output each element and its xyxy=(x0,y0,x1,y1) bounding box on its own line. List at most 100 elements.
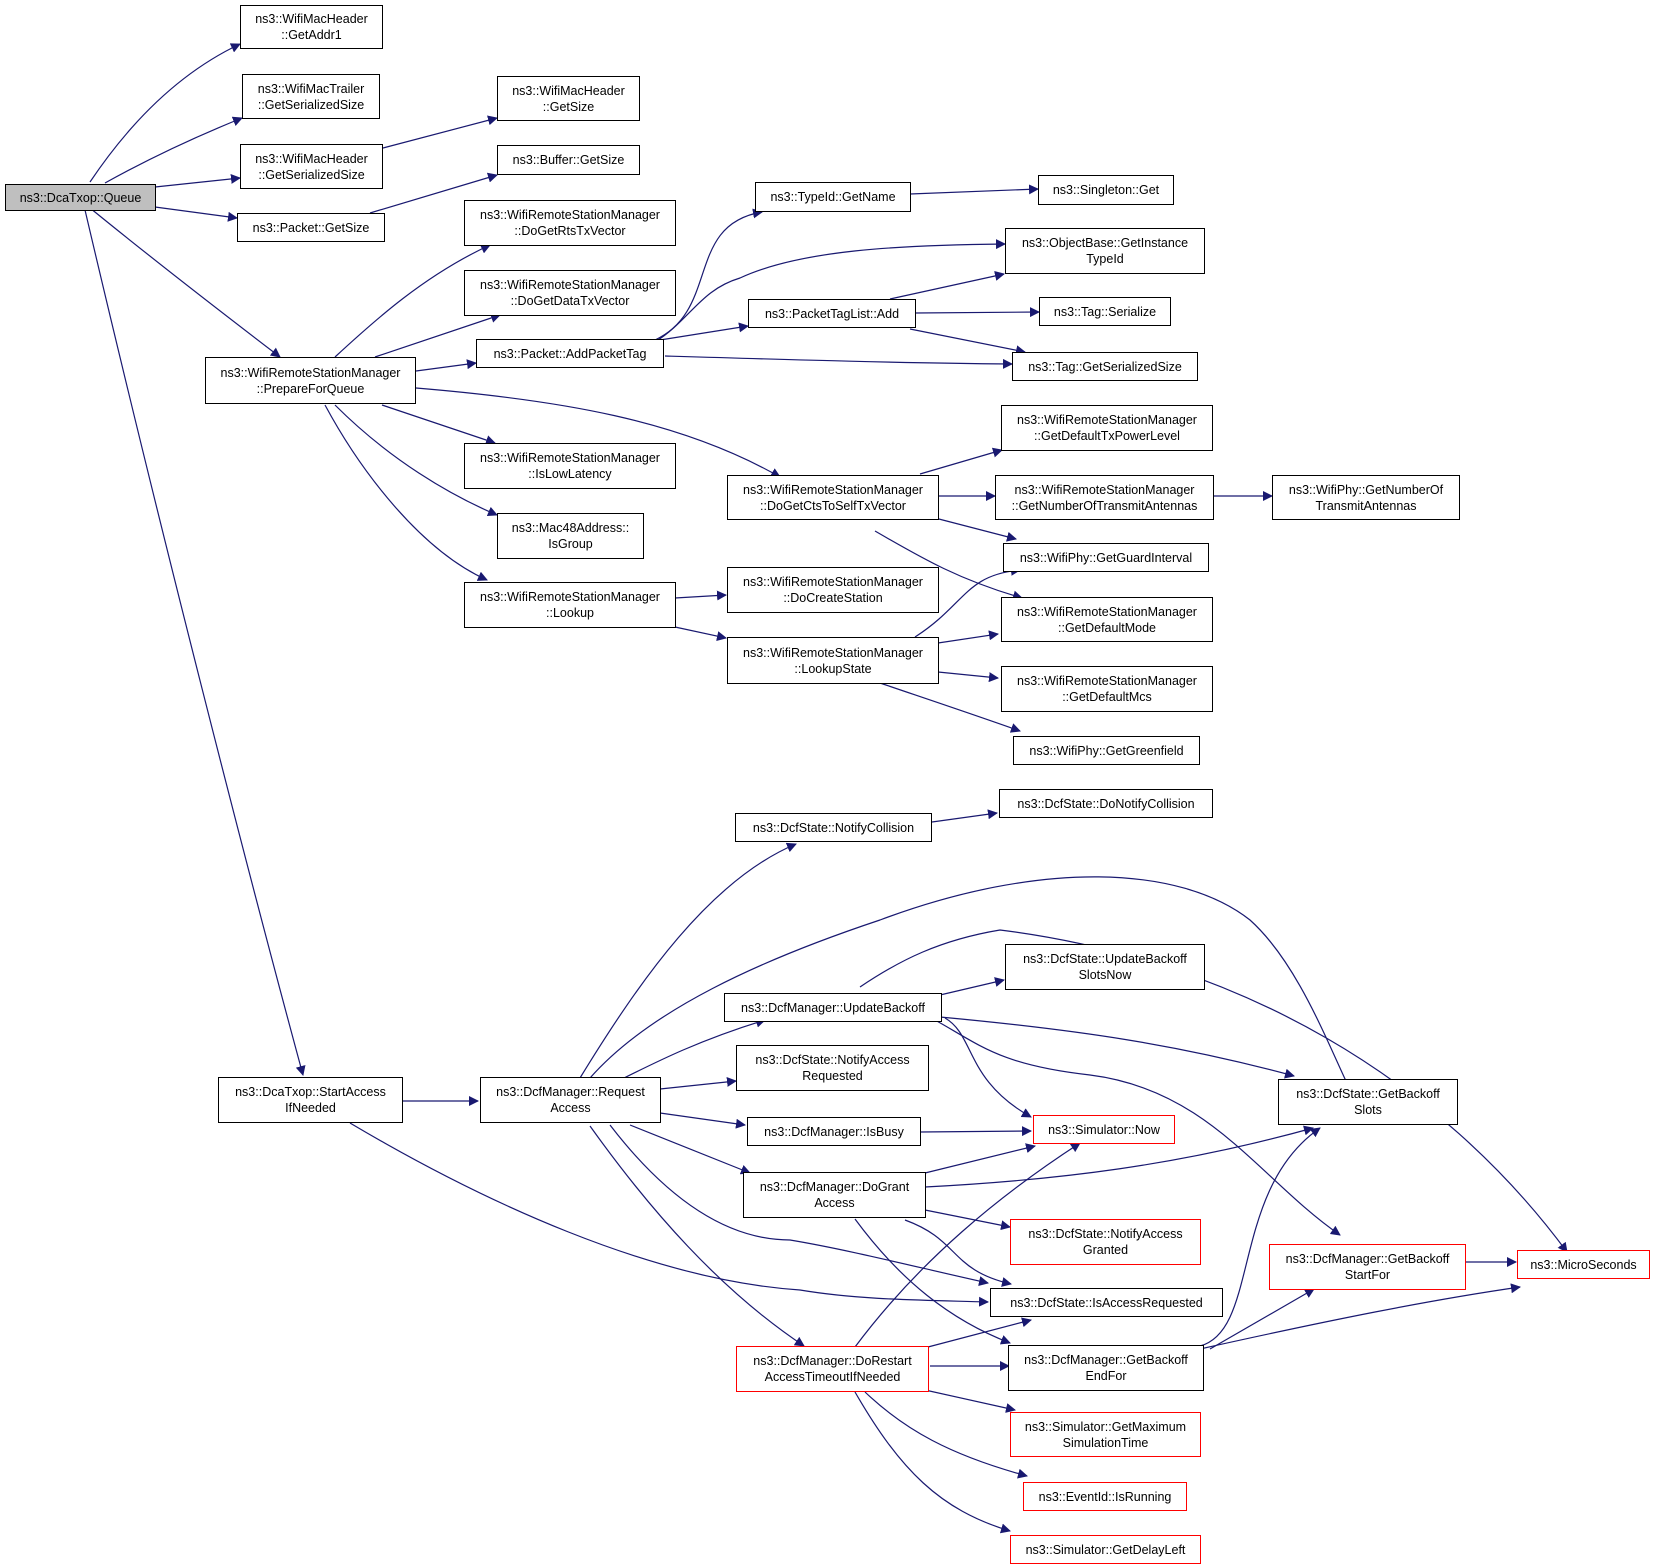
edge xyxy=(919,1126,1032,1137)
edge xyxy=(1199,1283,1521,1350)
node-label: ns3::WifiRemoteStationManager xyxy=(480,590,660,604)
edge xyxy=(854,1218,1011,1345)
node-label: ns3::WifiRemoteStationManager xyxy=(220,365,401,380)
node-label: ns3::WifiRemoteStationManager xyxy=(1017,413,1197,427)
node-simulator-now[interactable]: ns3::Simulator::Now xyxy=(1033,1115,1175,1144)
node-dcfstate-updatebackoffslotsnow[interactable]: ns3::DcfState::UpdateBackoff SlotsNow xyxy=(1005,944,1205,990)
node-dcfmanager-dorestartaccesstimeoutifneeded[interactable]: ns3::DcfManager::DoRestart AccessTimeout… xyxy=(736,1346,929,1392)
node-wrsm-islowlatency[interactable]: ns3::WifiRemoteStationManager ::IsLowLat… xyxy=(464,443,676,489)
node-singleton-get[interactable]: ns3::Singleton::Get xyxy=(1038,175,1174,205)
edge xyxy=(1199,1127,1321,1347)
node-wrsm-dogetdatatxvector[interactable]: ns3::WifiRemoteStationManager ::DoGetDat… xyxy=(464,270,676,316)
node-label: Access xyxy=(550,1101,591,1115)
node-tag-getserializedsize[interactable]: ns3::Tag::GetSerializedSize xyxy=(1012,352,1198,381)
edge xyxy=(1209,1288,1315,1350)
node-wrsm-prepareforqueue[interactable]: ns3::WifiRemoteStationManager ::PrepareF… xyxy=(205,357,416,404)
node-label: ns3::WifiRemoteStationManager xyxy=(743,482,923,497)
node-label: ns3::Simulator::Now xyxy=(1048,1122,1160,1137)
node-label: Granted xyxy=(1082,1243,1129,1257)
node-dcfstate-donotifycollision[interactable]: ns3::DcfState::DoNotifyCollision xyxy=(999,789,1213,818)
node-label: ns3::WifiMacTrailer xyxy=(257,81,365,96)
node-label: ns3::WifiRemoteStationManager xyxy=(1014,482,1195,497)
node-wrsm-getdefaultmode[interactable]: ns3::WifiRemoteStationManager ::GetDefau… xyxy=(1001,597,1213,642)
node-label: ns3::Buffer::GetSize xyxy=(512,153,625,167)
node-packettaglist-add[interactable]: ns3::PacketTagList::Add xyxy=(748,299,916,328)
node-simulator-getmaximumsimulationtime[interactable]: ns3::Simulator::GetMaximum SimulationTim… xyxy=(1010,1412,1201,1457)
node-dcfmanager-getbackoffendfor[interactable]: ns3::DcfManager::GetBackoff EndFor xyxy=(1008,1345,1204,1391)
node-label: ns3::WifiRemoteStationManager xyxy=(480,278,660,292)
node-mac48address-isgroup[interactable]: ns3::Mac48Address:: IsGroup xyxy=(497,513,644,559)
node-label: StartFor xyxy=(1344,1268,1391,1282)
node-wrsm-getdefaultmcs[interactable]: ns3::WifiRemoteStationManager ::GetDefau… xyxy=(1001,666,1213,712)
node-label: ns3::DcfState::UpdateBackoff xyxy=(1023,952,1187,966)
node-dcfstate-notifycollision[interactable]: ns3::DcfState::NotifyCollision xyxy=(735,813,932,842)
node-dcfstate-isaccessrequested[interactable]: ns3::DcfState::IsAccessRequested xyxy=(990,1288,1223,1317)
node-wrsm-getnumberoftransmitantennas[interactable]: ns3::WifiRemoteStationManager ::GetNumbe… xyxy=(995,475,1214,520)
node-wrsm-lookup[interactable]: ns3::WifiRemoteStationManager ::Lookup xyxy=(464,582,676,628)
node-typeid-getname[interactable]: ns3::TypeId::GetName xyxy=(755,182,911,212)
node-wifimacheader-getaddr1[interactable]: ns3::WifiMacHeader ::GetAddr1 xyxy=(240,5,383,49)
edge xyxy=(659,322,749,341)
edge xyxy=(579,842,797,1079)
node-packet-getsize[interactable]: ns3::Packet::GetSize xyxy=(237,213,385,242)
node-dcatxop-startaccessifneeded[interactable]: ns3::DcaTxop::StartAccess IfNeeded xyxy=(218,1077,403,1123)
node-wifiphy-getguardinterval[interactable]: ns3::WifiPhy::GetGuardInterval xyxy=(1003,543,1209,572)
node-wifiphy-getnumberoftransmitantennas[interactable]: ns3::WifiPhy::GetNumberOf TransmitAntenn… xyxy=(1272,475,1460,520)
node-eventid-isrunning[interactable]: ns3::EventId::IsRunning xyxy=(1023,1482,1187,1511)
node-label: ns3::DcfState::IsAccessRequested xyxy=(1010,1295,1203,1310)
edge xyxy=(629,1124,751,1175)
edge xyxy=(89,207,281,358)
node-buffer-getsize[interactable]: ns3::Buffer::GetSize xyxy=(497,145,640,175)
edge xyxy=(659,1076,737,1090)
node-simulator-getdelayleft[interactable]: ns3::Simulator::GetDelayLeft xyxy=(1010,1535,1201,1564)
node-wrsm-dogetrtstxvector[interactable]: ns3::WifiRemoteStationManager ::DoGetRts… xyxy=(464,200,676,246)
node-dcfstate-notifyaccessrequested[interactable]: ns3::DcfState::NotifyAccess Requested xyxy=(736,1045,929,1091)
node-dcfmanager-requestaccess[interactable]: ns3::DcfManager::Request Access xyxy=(480,1077,661,1123)
node-wifimacheader-getsize[interactable]: ns3::WifiMacHeader ::GetSize xyxy=(497,76,640,121)
edge xyxy=(879,682,1021,733)
edge xyxy=(609,1124,989,1286)
edge xyxy=(381,404,496,445)
node-dcfmanager-updatebackoff[interactable]: ns3::DcfManager::UpdateBackoff xyxy=(724,993,942,1022)
edge xyxy=(889,271,1005,300)
node-label: ns3::WifiMacHeader xyxy=(255,12,368,26)
edge xyxy=(914,307,1040,318)
node-wifiphy-getgreenfield[interactable]: ns3::WifiPhy::GetGreenfield xyxy=(1013,736,1200,765)
edge xyxy=(589,876,1356,1101)
node-label: TransmitAntennas xyxy=(1315,498,1417,513)
node-label: ns3::DcfState::NotifyAccess xyxy=(1028,1227,1183,1241)
node-wrsm-dogetctstoselftxvector[interactable]: ns3::WifiRemoteStationManager ::DoGetCts… xyxy=(727,475,939,520)
node-dcfmanager-getbackoffstartfor[interactable]: ns3::DcfManager::GetBackoff StartFor xyxy=(1269,1244,1466,1290)
node-wrsm-lookupstate[interactable]: ns3::WifiRemoteStationManager ::LookupSt… xyxy=(727,637,939,684)
node-tag-serialize[interactable]: ns3::Tag::Serialize xyxy=(1039,297,1171,326)
node-label: ns3::Packet::GetSize xyxy=(252,220,370,235)
node-microseconds[interactable]: ns3::MicroSeconds xyxy=(1517,1250,1650,1279)
edge xyxy=(944,1017,1032,1118)
edge xyxy=(619,1017,766,1081)
node-label: ns3::DcfManager::DoRestart xyxy=(753,1354,912,1368)
node-wifimacheader-getserializedsize[interactable]: ns3::WifiMacHeader ::GetSerializedSize xyxy=(240,144,383,189)
node-dcfmanager-isbusy[interactable]: ns3::DcfManager::IsBusy xyxy=(747,1117,921,1146)
edge xyxy=(154,173,241,188)
node-packet-addpackettag[interactable]: ns3::Packet::AddPacketTag xyxy=(476,339,664,368)
node-wrsm-getdefaulttxpowerlevel[interactable]: ns3::WifiRemoteStationManager ::GetDefau… xyxy=(1001,405,1213,451)
edge xyxy=(415,387,781,478)
node-dcatxop-queue[interactable]: ns3::DcaTxop::Queue xyxy=(5,184,156,211)
node-objectbase-getinstancetypeid[interactable]: ns3::ObjectBase::GetInstance TypeId xyxy=(1005,228,1205,274)
edge xyxy=(84,209,306,1076)
node-label: ns3::DcfManager::GetBackoff xyxy=(1285,1252,1450,1266)
node-wifimactrailer-getserializedsize[interactable]: ns3::WifiMacTrailer ::GetSerializedSize xyxy=(242,74,380,119)
node-label: ns3::TypeId::GetName xyxy=(770,190,896,204)
node-dcfstate-getbackoffslots[interactable]: ns3::DcfState::GetBackoff Slots xyxy=(1278,1079,1458,1125)
node-dcfmanager-dograntaccess[interactable]: ns3::DcfManager::DoGrant Access xyxy=(743,1172,926,1218)
edge xyxy=(934,517,1017,542)
node-label: ns3::WifiRemoteStationManager xyxy=(743,645,923,660)
node-label: ns3::WifiRemoteStationManager xyxy=(1017,674,1197,688)
node-wrsm-docreatestation[interactable]: ns3::WifiRemoteStationManager ::DoCreate… xyxy=(727,567,939,613)
node-dcfstate-notifyaccessgranted[interactable]: ns3::DcfState::NotifyAccess Granted xyxy=(1010,1219,1201,1265)
node-label: ns3::DcfManager::IsBusy xyxy=(764,1124,904,1139)
node-label: ns3::DcfState::NotifyAccess xyxy=(755,1053,910,1067)
edge xyxy=(104,116,243,184)
node-label: ns3::WifiRemoteStationManager xyxy=(480,451,660,465)
